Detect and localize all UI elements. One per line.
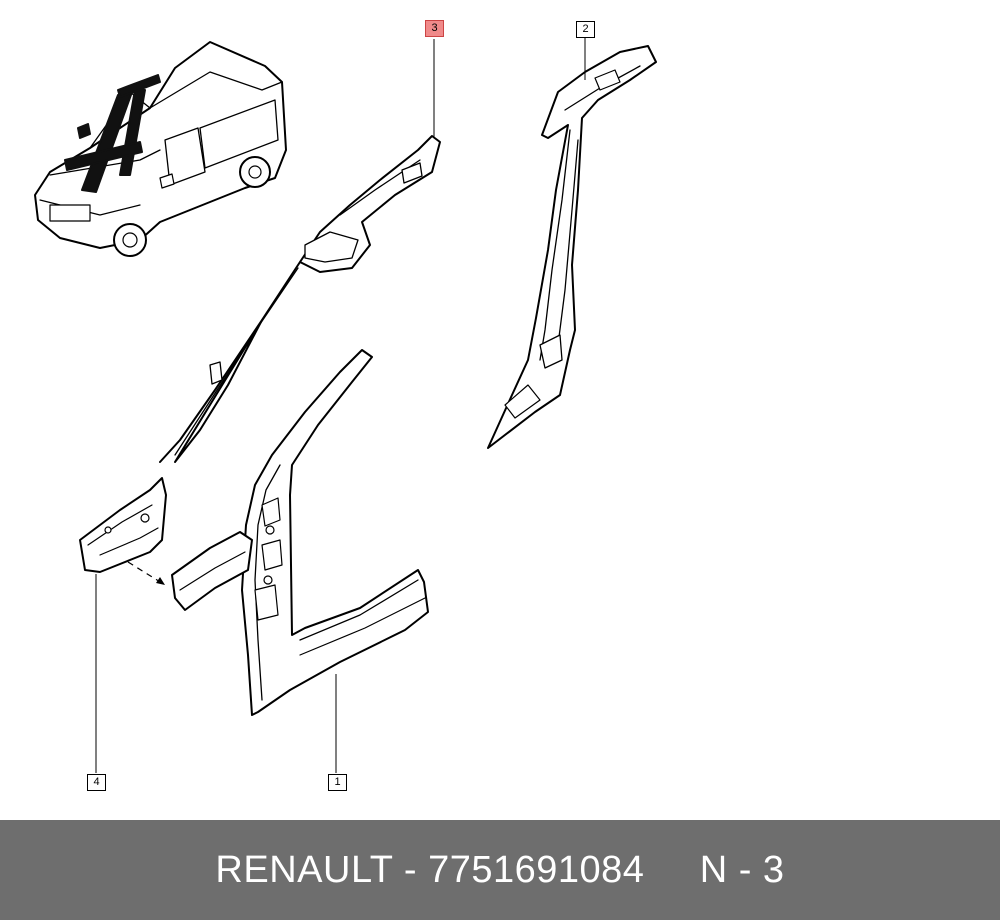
callout-3[interactable]: 3 — [425, 20, 444, 37]
part-3-roof-rail — [159, 135, 441, 463]
brand-name: RENAULT — [215, 848, 393, 891]
assembly-arrow — [156, 577, 165, 585]
part-number: 7751691084 — [428, 848, 645, 891]
separator: - — [403, 848, 417, 891]
footer-bar: RENAULT - 7751691084 N - 3 — [0, 820, 1000, 920]
part-1-a-pillar-sill — [171, 349, 429, 716]
diagram-ref: N - 3 — [699, 848, 785, 891]
callout-4[interactable]: 4 — [87, 774, 106, 791]
part-4-bracket — [79, 477, 167, 573]
footer-caption: RENAULT - 7751691084 N - 3 — [215, 849, 784, 892]
vehicle-locator-illustration — [34, 41, 287, 257]
part-2-b-pillar — [487, 45, 657, 449]
callout-1[interactable]: 1 — [328, 774, 347, 791]
callout-2[interactable]: 2 — [576, 21, 595, 38]
exploded-parts-diagram — [34, 38, 657, 773]
